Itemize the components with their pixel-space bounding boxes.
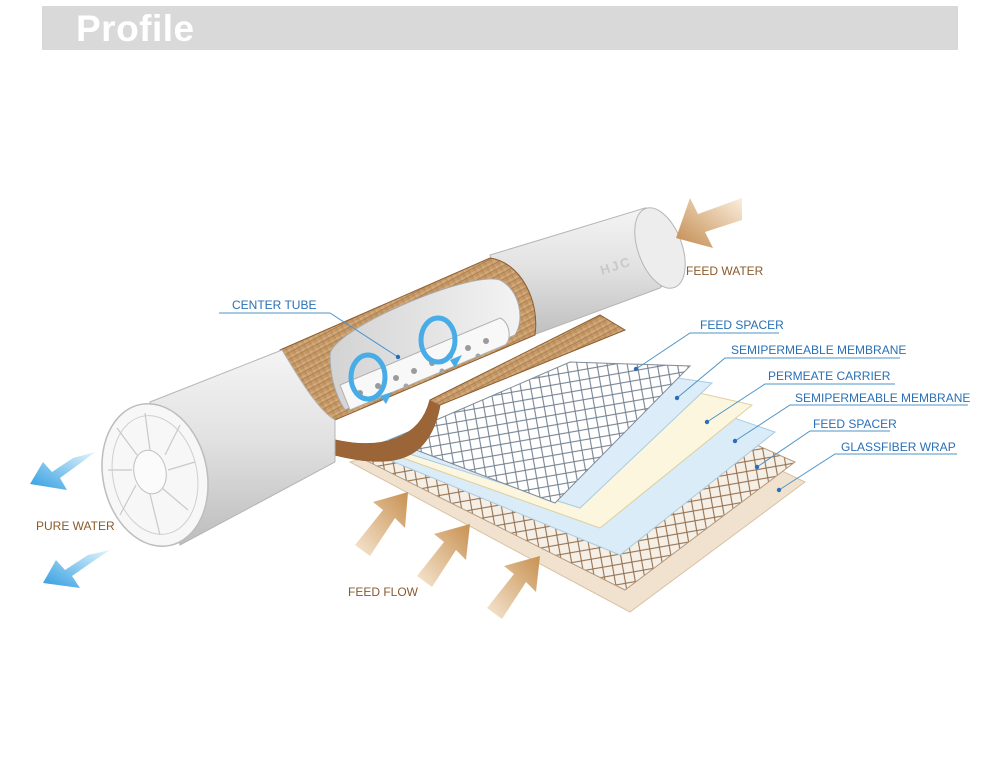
feed-flow-label: FEED FLOW <box>348 585 419 599</box>
pure-water-arrow-2 <box>43 550 110 588</box>
pure-water-arrow-1 <box>30 452 95 490</box>
layer-label-semipermeable-membrane-top: SEMIPERMEABLE MEMBRANE <box>731 343 906 357</box>
layer-label-semipermeable-membrane-bottom: SEMIPERMEABLE MEMBRANE <box>795 391 970 405</box>
layer-label-feed-spacer-bottom: FEED SPACER <box>813 417 897 431</box>
feed-flow-arrow-3 <box>487 556 540 619</box>
feed-flow-arrow-2 <box>417 524 470 587</box>
membrane-cylinder-left <box>89 350 335 556</box>
layer-label-glassfiber-wrap: GLASSFIBER WRAP <box>841 440 956 454</box>
feed-flow-arrow-1 <box>355 492 408 556</box>
layer-label-permeate-carrier: PERMEATE CARRIER <box>768 369 891 383</box>
center-tube-label: CENTER TUBE <box>232 298 316 312</box>
pure-water-label: PURE WATER <box>36 519 115 533</box>
feed-water-arrow <box>676 198 742 248</box>
layer-label-feed-spacer-top: FEED SPACER <box>700 318 784 332</box>
feed-water-label: FEED WATER <box>686 264 764 278</box>
